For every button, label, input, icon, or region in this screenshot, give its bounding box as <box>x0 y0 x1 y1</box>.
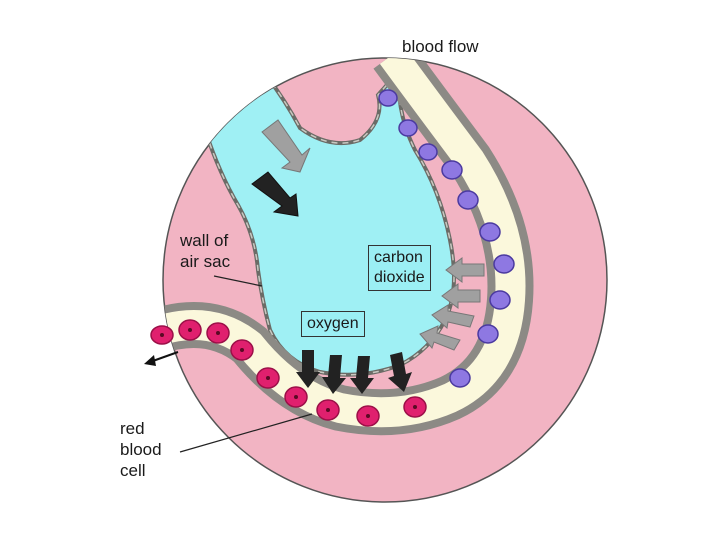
carbon-dioxide-arrows <box>419 257 485 351</box>
air-in-arrow <box>251 171 299 217</box>
red-blood-cell-line3: cell <box>120 461 146 480</box>
oxygen-arrows <box>296 350 412 394</box>
carbon-dioxide-label: carbon dioxide <box>368 245 431 291</box>
wall-of-air-sac-line2: air sac <box>180 252 231 271</box>
carbon-dioxide-line1: carbon <box>374 249 423 266</box>
air-out-arrow <box>261 119 311 173</box>
red-blood-cell-label: red blood cell <box>120 418 162 481</box>
carbon-dioxide-line2: dioxide <box>374 269 425 286</box>
red-blood-cell-line2: blood <box>120 440 162 459</box>
blood-flow-label: blood flow <box>402 37 479 56</box>
wall-of-air-sac-label: wall of air sac <box>180 230 230 272</box>
wall-of-air-sac-line1: wall of <box>180 231 229 250</box>
oxygen-label: oxygen <box>301 311 365 337</box>
red-blood-cell-line1: red <box>120 419 145 438</box>
air-arrows <box>251 119 311 217</box>
deoxygenated-cells <box>378 89 515 388</box>
